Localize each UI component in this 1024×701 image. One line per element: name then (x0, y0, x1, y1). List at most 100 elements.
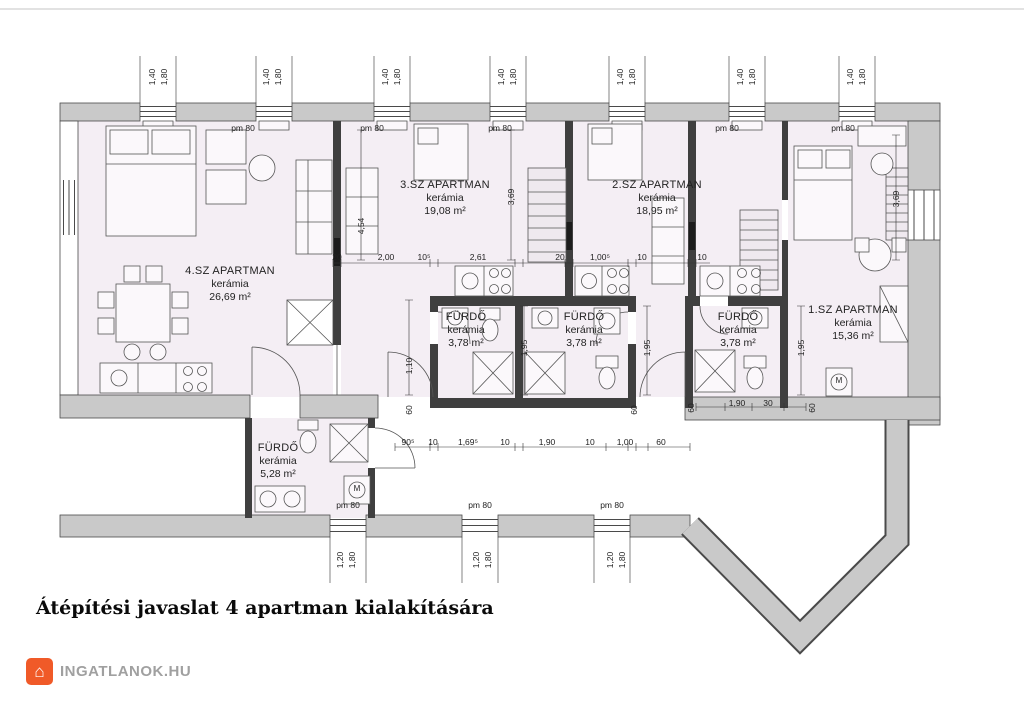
room-label-bathroom-2: FÜRDŐ kerámia 3,78 m² (564, 311, 605, 350)
dimension-label: 1,69⁵ (457, 436, 479, 447)
room-label-apartment-2: 2.SZ APARTMAN kerámia 18,95 m² (612, 179, 702, 218)
washer-tag: M (835, 376, 843, 385)
dimension-label: 60 (403, 405, 414, 415)
dimension-label: 3,69 (890, 190, 901, 208)
dimension-label: 10 (500, 436, 510, 447)
bathroom-name: FÜRDŐ (717, 311, 759, 323)
dimension-label: 1,40 (844, 68, 855, 86)
apartment-area: 18,95 m² (636, 205, 678, 217)
dimension-label: 1,80 (856, 68, 867, 86)
apartment-name: 3.SZ APARTMAN (400, 179, 490, 191)
dimension-label: 1,80 (346, 551, 357, 569)
shaft-hatch (286, 299, 334, 346)
dimension-label: 1,80 (391, 68, 402, 86)
room-label-bathroom-3: FÜRDŐ kerámia 3,78 m² (718, 311, 759, 350)
dimension-label: 1,80 (482, 551, 493, 569)
parapet-label: pm 80 (468, 499, 492, 510)
apartment-name: 4.SZ APARTMAN (185, 265, 275, 277)
house-icon: ⌂ (26, 658, 53, 685)
dimension-label: 20 (332, 251, 342, 262)
apartment-name: 1.SZ APARTMAN (808, 304, 898, 316)
dimension-label: 1,40 (146, 68, 157, 86)
parapet-label: pm 80 (336, 499, 360, 510)
bathroom-name: FÜRDŐ (257, 442, 299, 454)
apartment-material: kerámia (638, 192, 676, 204)
apartment-name: 2.SZ APARTMAN (612, 179, 702, 191)
bathroom-area: 3,78 m² (566, 337, 602, 349)
dimension-label: 60 (656, 436, 666, 447)
dimension-label: 1,00 (616, 436, 634, 447)
washer-tag: M (353, 484, 361, 493)
dimension-label: 1,40 (734, 68, 745, 86)
room-label-bathroom-1: FÜRDŐ kerámia 3,78 m² (446, 311, 487, 350)
bathroom-material: kerámia (719, 324, 757, 336)
furniture (97, 123, 909, 397)
dimension-label: 1,95 (795, 339, 806, 357)
dimension-label: 1,40 (260, 68, 271, 86)
dimension-label: 20 (555, 251, 565, 262)
parapet-label: pm 80 (600, 499, 624, 510)
dimension-label: 1,95 (641, 339, 652, 357)
dimension-label: 1,20 (604, 551, 615, 569)
bathroom-fixtures (254, 307, 769, 513)
apartment-material: kerámia (834, 317, 872, 329)
apartment-area: 15,36 m² (832, 330, 874, 342)
room-label-apartment-1: 1.SZ APARTMAN kerámia 15,36 m² (808, 304, 898, 343)
room-label-apartment-4: 4.SZ APARTMAN kerámia 26,69 m² (185, 265, 275, 304)
bathroom-name: FÜRDŐ (445, 311, 487, 323)
brand-name: INGATLANOK.HU (60, 663, 192, 680)
dimension-label: 30 (763, 397, 773, 408)
dimension-label: 1,80 (746, 68, 757, 86)
apartment-material: kerámia (426, 192, 464, 204)
dimension-label: 10 (428, 436, 438, 447)
dimension-label: 1,95 (518, 339, 529, 357)
dimension-label: 1,20 (334, 551, 345, 569)
interior-walls (245, 121, 788, 518)
watermark-brand: ⌂ INGATLANOK.HU (26, 658, 191, 685)
dimension-label: 1,00⁵ (589, 251, 611, 262)
bathroom-area: 3,78 m² (448, 337, 484, 349)
apartment-area: 19,08 m² (424, 205, 466, 217)
dimension-label: 1,40 (495, 68, 506, 86)
room-label-apartment-3: 3.SZ APARTMAN kerámia 19,08 m² (400, 179, 490, 218)
apartment-material: kerámia (211, 278, 249, 290)
dimension-label: 1,80 (158, 68, 169, 86)
parapet-label: pm 80 (231, 122, 255, 133)
dimension-label: 4,54 (355, 217, 366, 235)
dimension-label: 60 (628, 405, 639, 415)
dimension-label: 10⁵ (417, 251, 431, 262)
dimension-label: 1,40 (614, 68, 625, 86)
page-top-border (0, 8, 1024, 10)
window-symbols (63, 106, 935, 532)
dimension-label: 10 (697, 251, 707, 262)
dimension-label: 2,61 (469, 251, 487, 262)
bathroom-name: FÜRDŐ (563, 311, 605, 323)
dimension-label: 2,00 (377, 251, 395, 262)
parapet-label: pm 80 (488, 122, 512, 133)
parapet-label: pm 80 (360, 122, 384, 133)
outer-walls (59, 102, 941, 655)
bathroom-area: 5,28 m² (260, 468, 296, 480)
dimension-label: 1,20 (470, 551, 481, 569)
apartment-area: 26,69 m² (209, 291, 251, 303)
dimension-label: 1,90 (538, 436, 556, 447)
dimension-label: 60 (685, 403, 696, 413)
dimension-label: 3,69 (505, 188, 516, 206)
parapet-label: pm 80 (831, 122, 855, 133)
bathroom-area: 3,78 m² (720, 337, 756, 349)
dimension-label: 1,10 (403, 357, 414, 375)
bathroom-material: kerámia (447, 324, 485, 336)
dimension-label: 1,80 (507, 68, 518, 86)
bathroom-material: kerámia (565, 324, 603, 336)
dimension-label: 1,90 (728, 397, 746, 408)
dimension-lines (139, 56, 900, 583)
parapet-label: pm 80 (715, 122, 739, 133)
dimension-label: 10 (585, 436, 595, 447)
dimension-label: 1,80 (272, 68, 283, 86)
room-label-bathroom-4: FÜRDŐ kerámia 5,28 m² (258, 442, 299, 481)
dimension-label: 1,80 (626, 68, 637, 86)
dimension-label: 60 (806, 403, 817, 413)
bathroom-material: kerámia (259, 455, 297, 467)
